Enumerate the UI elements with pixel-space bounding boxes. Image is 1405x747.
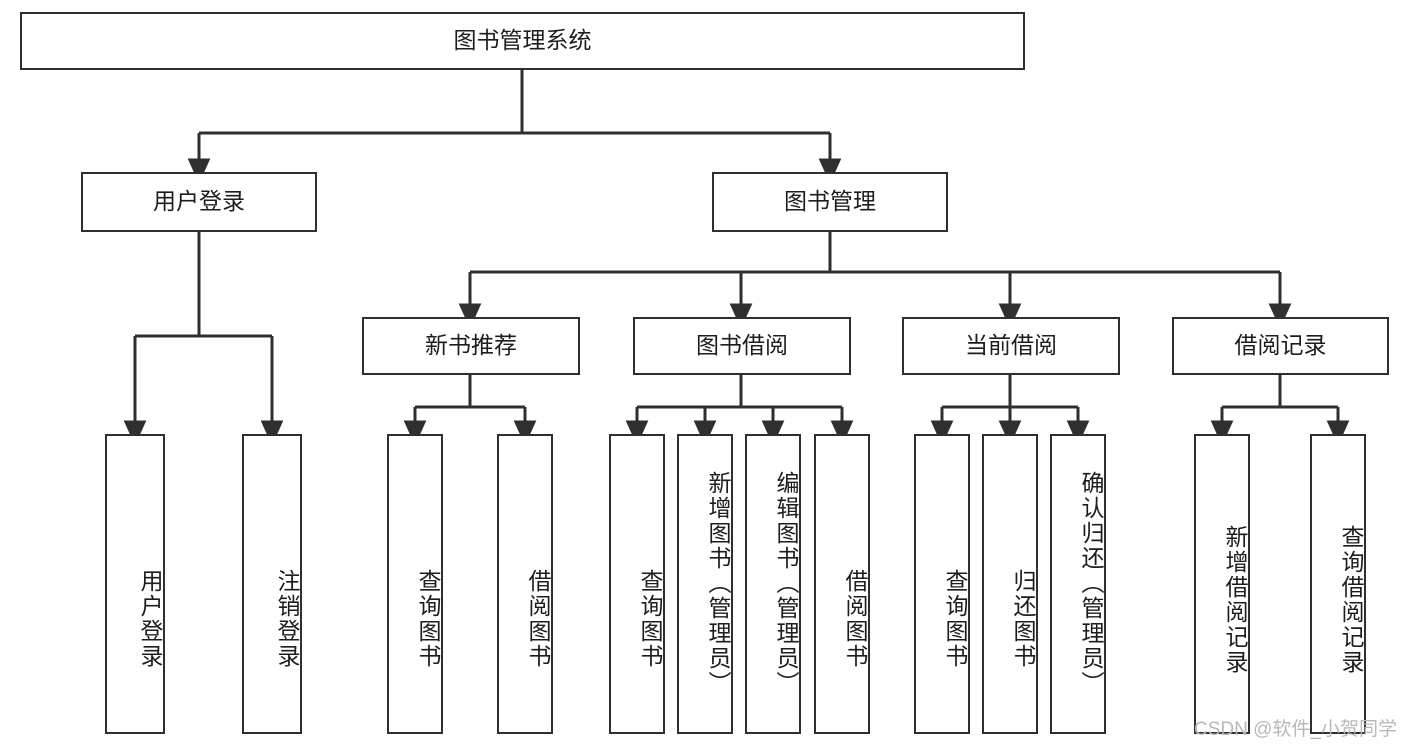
node-label: 归还图书 xyxy=(1010,569,1036,669)
leaf-borrow-book-2[interactable]: 借阅图书 xyxy=(814,434,870,734)
node-label: 借阅图书 xyxy=(525,569,551,669)
node-label: 查询借阅记录 xyxy=(1338,525,1364,675)
leaf-query-book-1[interactable]: 查询图书 xyxy=(387,434,443,734)
leaf-query-book-2[interactable]: 查询图书 xyxy=(609,434,665,734)
node-label: 编辑图书（管理员） xyxy=(773,470,799,696)
node-label: 新增借阅记录 xyxy=(1222,525,1248,675)
node-label: 新增图书（管理员） xyxy=(705,470,731,696)
node-borrowing-record[interactable]: 借阅记录 xyxy=(1172,317,1389,375)
node-label: 图书借阅 xyxy=(696,332,788,359)
leaf-query-borrow-record[interactable]: 查询借阅记录 xyxy=(1310,434,1366,734)
node-label: 借阅图书 xyxy=(842,569,868,669)
node-label: 查询图书 xyxy=(415,569,441,669)
leaf-user-login[interactable]: 用户登录 xyxy=(105,434,165,734)
node-label: 借阅记录 xyxy=(1234,332,1327,359)
leaf-edit-book-admin[interactable]: 编辑图书（管理员） xyxy=(745,434,801,734)
watermark-text: CSDN @软件_小贺同学 xyxy=(1194,719,1397,740)
node-label: 用户登录 xyxy=(137,569,163,669)
node-label: 确认归还（管理员） xyxy=(1078,470,1104,696)
node-label: 图书管理 xyxy=(784,188,876,215)
node-current-borrowing[interactable]: 当前借阅 xyxy=(902,317,1120,375)
leaf-add-book-admin[interactable]: 新增图书（管理员） xyxy=(677,434,733,734)
leaf-logout[interactable]: 注销登录 xyxy=(242,434,302,734)
leaf-query-book-3[interactable]: 查询图书 xyxy=(914,434,970,734)
node-label: 注销登录 xyxy=(274,569,300,669)
node-user-login[interactable]: 用户登录 xyxy=(81,172,317,232)
node-label: 查询图书 xyxy=(942,569,968,669)
leaf-add-borrow-record[interactable]: 新增借阅记录 xyxy=(1194,434,1250,734)
node-book-management[interactable]: 图书管理 xyxy=(712,172,948,232)
leaf-confirm-return-admin[interactable]: 确认归还（管理员） xyxy=(1050,434,1106,734)
node-root-book-management-system[interactable]: 图书管理系统 xyxy=(20,12,1025,70)
node-label: 用户登录 xyxy=(153,188,245,215)
leaf-borrow-book-1[interactable]: 借阅图书 xyxy=(497,434,553,734)
node-new-book-recommendation[interactable]: 新书推荐 xyxy=(362,317,580,375)
leaf-return-book[interactable]: 归还图书 xyxy=(982,434,1038,734)
node-label: 当前借阅 xyxy=(965,332,1057,359)
node-book-borrowing[interactable]: 图书借阅 xyxy=(633,317,851,375)
node-label: 查询图书 xyxy=(637,569,663,669)
node-label: 新书推荐 xyxy=(425,332,517,359)
node-label: 图书管理系统 xyxy=(453,27,592,54)
